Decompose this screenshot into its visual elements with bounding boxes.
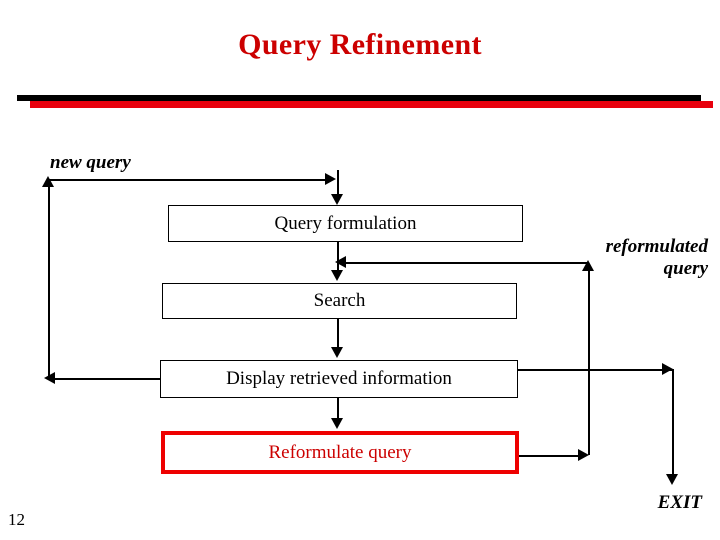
- arrowhead-into-query-formulation: [331, 194, 343, 205]
- connector-new-query-horizontal: [48, 179, 331, 181]
- connector-display-to-exit-horizontal: [518, 369, 672, 371]
- connector-reformulated-query-vertical: [588, 268, 590, 455]
- connector-display-to-left-loop: [55, 378, 161, 380]
- page-number: 12: [8, 510, 25, 529]
- connector-display-to-reformulate: [337, 398, 339, 419]
- arrowhead-reformulated-query-left: [335, 256, 346, 268]
- arrowhead-new-query-right: [325, 173, 336, 185]
- arrowhead-display-to-left-loop: [44, 372, 55, 384]
- flow-box-display-retrieved-information[interactable]: Display retrieved information: [160, 360, 518, 398]
- edge-label-exit: EXIT: [657, 492, 702, 513]
- arrowhead-reformulate-to-right-riser: [578, 449, 589, 461]
- flow-box-reformulate-query[interactable]: Reformulate query: [161, 431, 519, 474]
- connector-into-query-formulation: [337, 170, 339, 196]
- connector-reformulate-to-right-riser: [519, 455, 581, 457]
- connector-search-to-display: [337, 319, 339, 348]
- arrowhead-exit-down: [666, 474, 678, 485]
- arrowhead-reformulated-query-up: [582, 260, 594, 271]
- arrowhead-left-loop-up: [42, 176, 54, 187]
- arrowhead-search-to-display: [331, 347, 343, 358]
- arrowhead-display-to-reformulate: [331, 418, 343, 429]
- edge-label-new-query: new query: [50, 152, 131, 173]
- arrowhead-query-formulation-to-search: [331, 270, 343, 281]
- title-rule-red: [30, 101, 713, 108]
- connector-display-to-exit-vertical: [672, 369, 674, 477]
- title-rule-black: [17, 95, 701, 101]
- connector-reformulated-query-horizontal: [344, 262, 589, 264]
- flow-box-search[interactable]: Search: [162, 283, 517, 319]
- connector-left-loop-vertical: [48, 184, 50, 378]
- page-title: Query Refinement: [238, 28, 482, 61]
- edge-label-reformulated-query: reformulated query: [605, 236, 708, 279]
- arrowhead-display-to-exit-right: [662, 363, 673, 375]
- flow-box-query-formulation[interactable]: Query formulation: [168, 205, 523, 242]
